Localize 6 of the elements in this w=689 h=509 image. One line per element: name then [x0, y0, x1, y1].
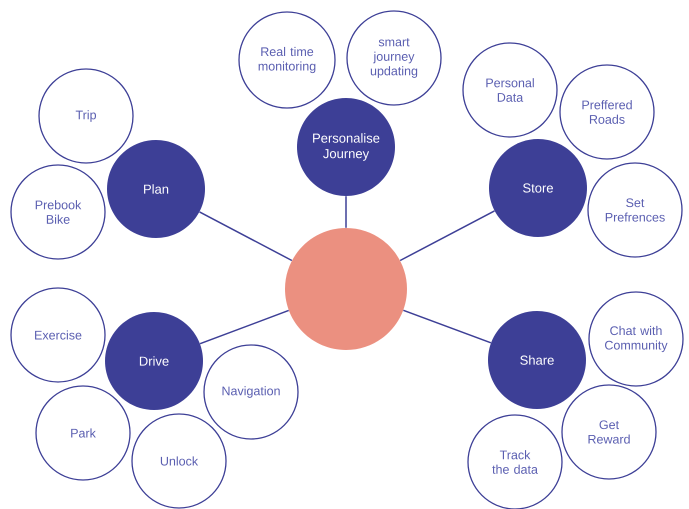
connector-line	[403, 310, 492, 344]
connector-line	[400, 210, 495, 262]
connector-line	[200, 310, 289, 344]
connector-line	[345, 196, 347, 228]
center-circle	[285, 228, 407, 350]
connector-line	[199, 211, 292, 262]
